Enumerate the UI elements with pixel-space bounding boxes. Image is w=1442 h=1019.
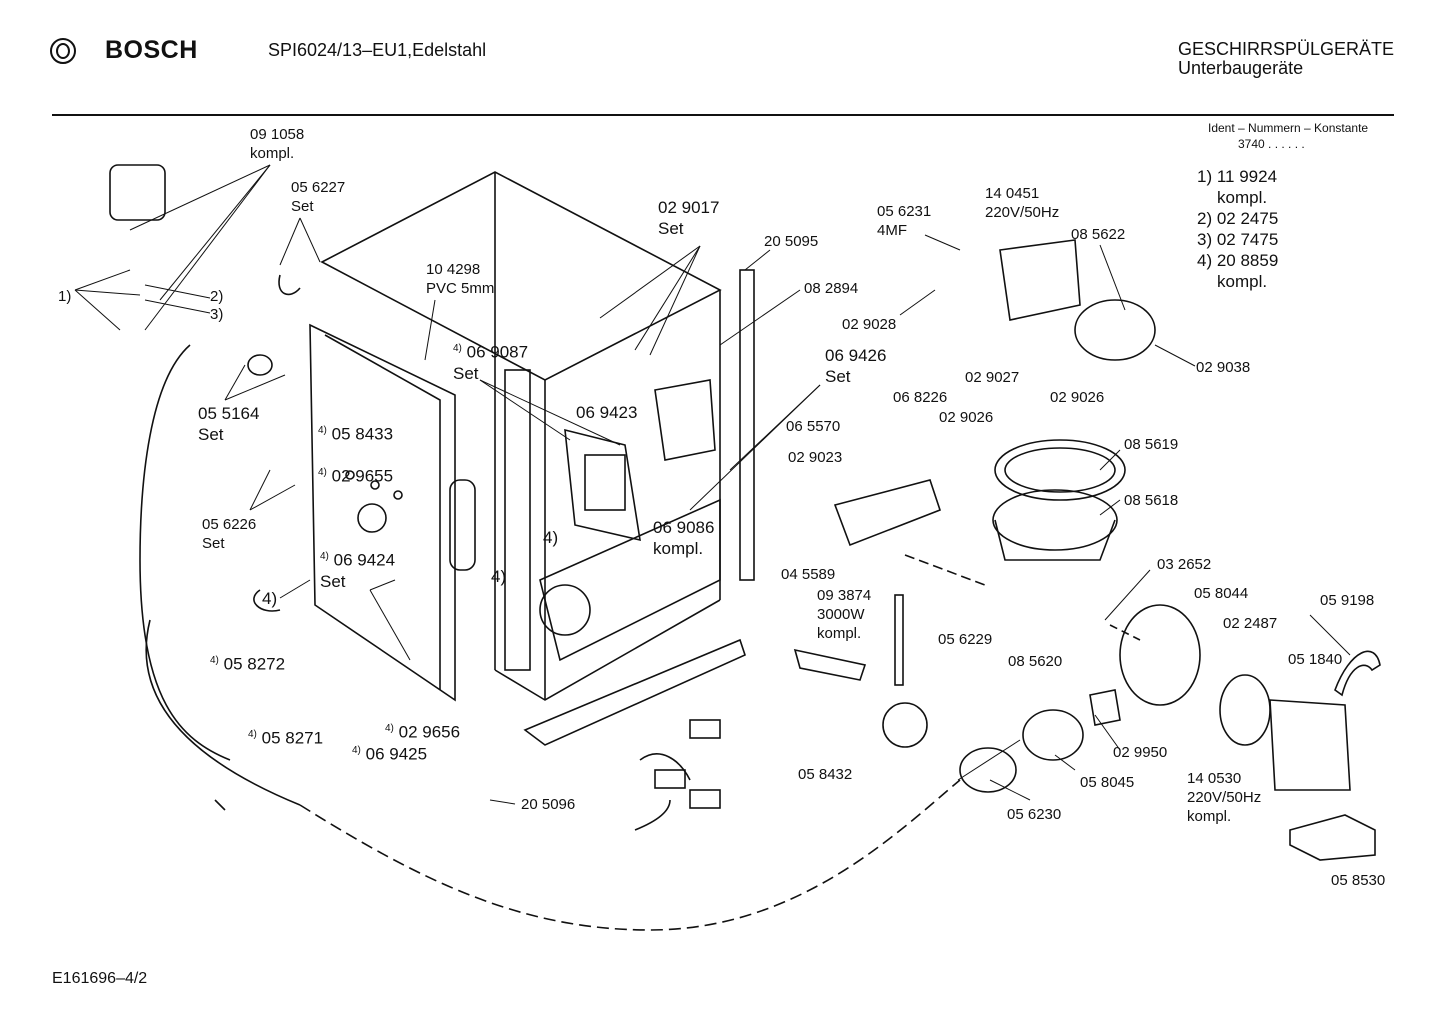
header-divider [52,114,1394,116]
part-label: 08 5620 [1008,653,1063,670]
category-title: GESCHIRRSPÜLGERÄTE [1178,39,1395,59]
part-label: 4) 05 8272 [210,654,286,674]
leader-lines [74,164,1351,805]
kit-legend-line: 2) 02 2475 [1197,209,1279,228]
part-label: 4) [262,589,278,608]
kit-legend-line: 1) 11 9924 [1197,167,1278,186]
sump-assembly [833,439,1126,561]
part-label: 4) 05 8271 [248,728,324,748]
drawing-id: E161696–4/2 [52,970,148,987]
part-label: 4) 02 9655 [318,466,394,486]
water-inlet-parts [109,164,301,811]
ident-value: 3740 . . . . . . [1238,137,1305,151]
kit-legend-line: kompl. [1217,272,1268,291]
part-label: 02 9038 [1196,359,1251,376]
kit-legend: 1) 11 9924 kompl. 2) 02 2475 3) 02 7475 … [1197,166,1278,292]
part-label: 4) [543,528,559,547]
part-label: 05 6229 [938,631,993,648]
part-label: 03 2652 [1157,556,1212,573]
part-label: 05 8530 [1331,872,1386,889]
part-label: 02 9026 [1050,389,1105,406]
part-label: 04 5589 [781,566,836,583]
part-label: 1) [58,288,72,305]
part-label: 05 8045 [1080,774,1135,791]
part-label: 02 9950 [1113,744,1168,761]
cabinet-frame [320,171,755,701]
part-label: 02 9023 [788,449,843,466]
part-label: 05 1840 [1288,651,1343,668]
part-label: 05 8044 [1194,585,1249,602]
part-label: 06 9423 [576,403,638,422]
part-label: 08 5622 [1071,226,1126,243]
part-label: 4) 06 9425 [352,744,428,764]
part-label: 2) [210,288,224,305]
wiring-harness [523,594,928,831]
part-label: 02 9026 [939,409,994,426]
part-label: 20 5096 [521,796,576,813]
ident-title: Ident – Nummern – Konstante [1208,121,1369,135]
subcategory-title: Unterbaugeräte [1178,58,1304,78]
part-label: 06 5570 [786,418,841,435]
part-label: 3) [210,306,224,323]
motor-parts [959,239,1381,861]
brand-name: BOSCH [105,36,198,64]
model-title: SPI6024/13–EU1,Edelstahl [268,40,487,60]
part-label: 08 2894 [804,280,859,297]
door-panel [309,323,476,702]
kit-legend-line: kompl. [1217,188,1268,207]
part-label: 08 5618 [1124,492,1179,509]
part-label: 02 9028 [842,316,897,333]
part-label: 05 8432 [798,766,853,783]
part-label: 02 2487 [1223,615,1278,632]
part-label: 4) 02 9656 [385,722,461,742]
part-label: 20 5095 [764,233,819,250]
part-label: 4) [491,567,507,586]
part-label: 05 9198 [1320,592,1375,609]
detergent-dispenser [564,379,716,542]
part-label: 06 8226 [893,389,948,406]
bosch-logo-icon [50,38,76,64]
kit-legend-line: 3) 02 7475 [1197,230,1279,249]
part-label: 4) 05 8433 [318,424,394,444]
kit-legend-line: 4) 20 8859 [1197,251,1279,270]
part-label: 02 9027 [965,369,1020,386]
part-label: 05 6230 [1007,806,1062,823]
part-label: 08 5619 [1124,436,1179,453]
